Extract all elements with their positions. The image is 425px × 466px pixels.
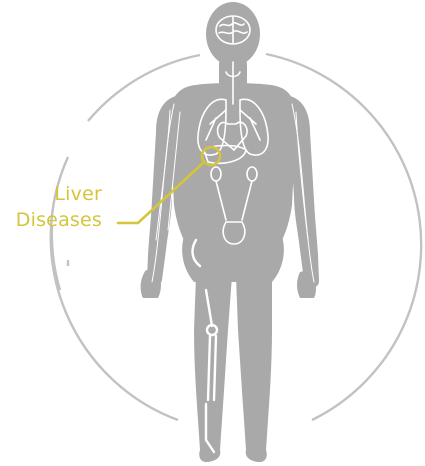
callout-line2: Diseases xyxy=(0,207,102,233)
callout-line1: Liver xyxy=(0,181,102,207)
body-silhouette xyxy=(141,2,319,462)
liver-diseases-label: Liver Diseases xyxy=(0,181,102,233)
